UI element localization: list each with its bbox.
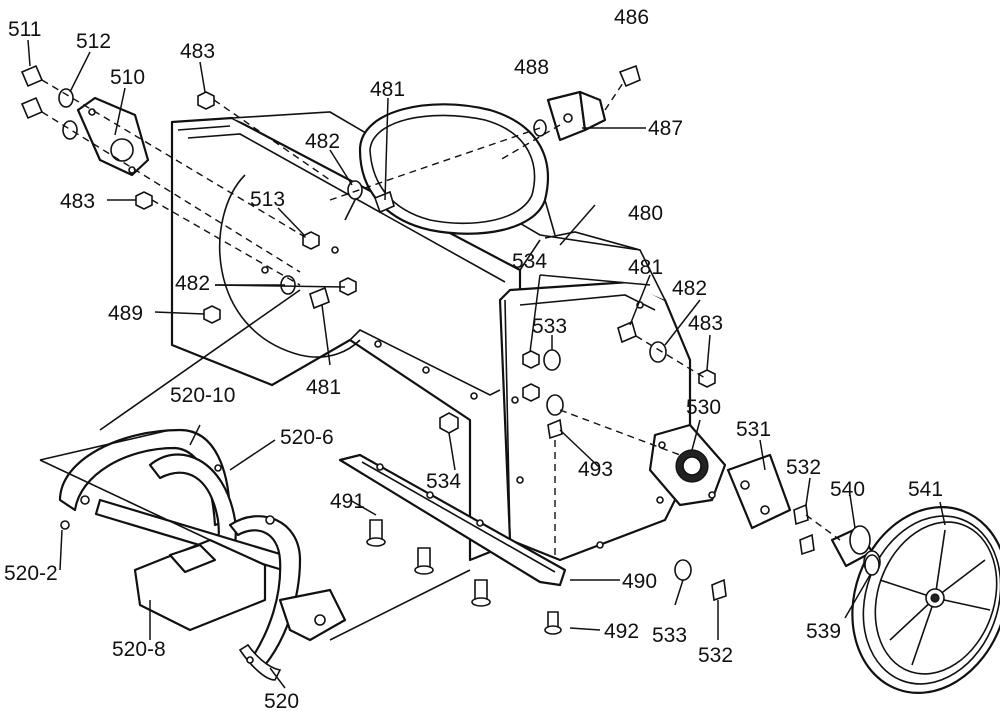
assembly-lines	[39, 79, 841, 641]
callout-482-top: 482	[305, 130, 340, 153]
callout-531: 531	[736, 418, 771, 441]
callout-481-mid: 481	[306, 376, 341, 399]
callout-492: 492	[604, 620, 639, 643]
callout-520: 520	[264, 690, 299, 711]
skid-shoe	[338, 453, 567, 587]
callout-489: 489	[108, 302, 143, 325]
callout-530: 530	[686, 396, 721, 419]
callout-486: 486	[614, 6, 649, 29]
callout-493: 493	[578, 458, 613, 481]
bearing-assembly	[648, 423, 792, 530]
callout-513: 513	[250, 188, 285, 211]
auger-assembly	[58, 428, 347, 681]
callout-483-top: 483	[180, 40, 215, 63]
callout-532-right: 532	[786, 456, 821, 479]
discharge-chute-ring	[344, 103, 556, 236]
callout-534-bottom: 534	[426, 470, 461, 493]
callout-540: 540	[830, 478, 865, 501]
callout-520-2: 520-2	[4, 562, 58, 585]
pulley-wheel	[851, 506, 1000, 694]
callout-511: 511	[8, 18, 41, 41]
callout-520-10: 520-10	[170, 384, 235, 407]
callout-483-left: 483	[60, 190, 95, 213]
pulley-spacer	[830, 525, 881, 574]
callout-491: 491	[330, 490, 365, 513]
callout-482-right: 482	[672, 277, 707, 300]
callout-520-6: 520-6	[280, 426, 334, 449]
callout-512: 512	[76, 30, 111, 53]
callout-482-mid: 482	[175, 272, 210, 295]
callout-510: 510	[110, 66, 145, 89]
callout-533-top: 533	[532, 315, 567, 338]
callouts: 486 488 487 511 512 510 483 481 482 483 …	[4, 6, 943, 711]
callout-481-top: 481	[370, 78, 405, 101]
callout-483-right: 483	[688, 312, 723, 335]
callout-539: 539	[806, 620, 841, 643]
callout-532-bottom: 532	[698, 644, 733, 667]
callout-480: 480	[628, 202, 663, 225]
callout-481-right: 481	[628, 256, 663, 279]
callout-541: 541	[908, 478, 943, 501]
callout-490: 490	[622, 570, 657, 593]
callout-488: 488	[514, 56, 549, 79]
leader-lines	[27, 39, 946, 689]
callout-520-8: 520-8	[112, 638, 166, 661]
callout-487: 487	[648, 117, 683, 140]
chute-bracket	[499, 79, 626, 161]
skid-bolts	[366, 519, 562, 635]
callout-534-top: 534	[512, 250, 547, 273]
callout-533-bottom: 533	[652, 624, 687, 647]
